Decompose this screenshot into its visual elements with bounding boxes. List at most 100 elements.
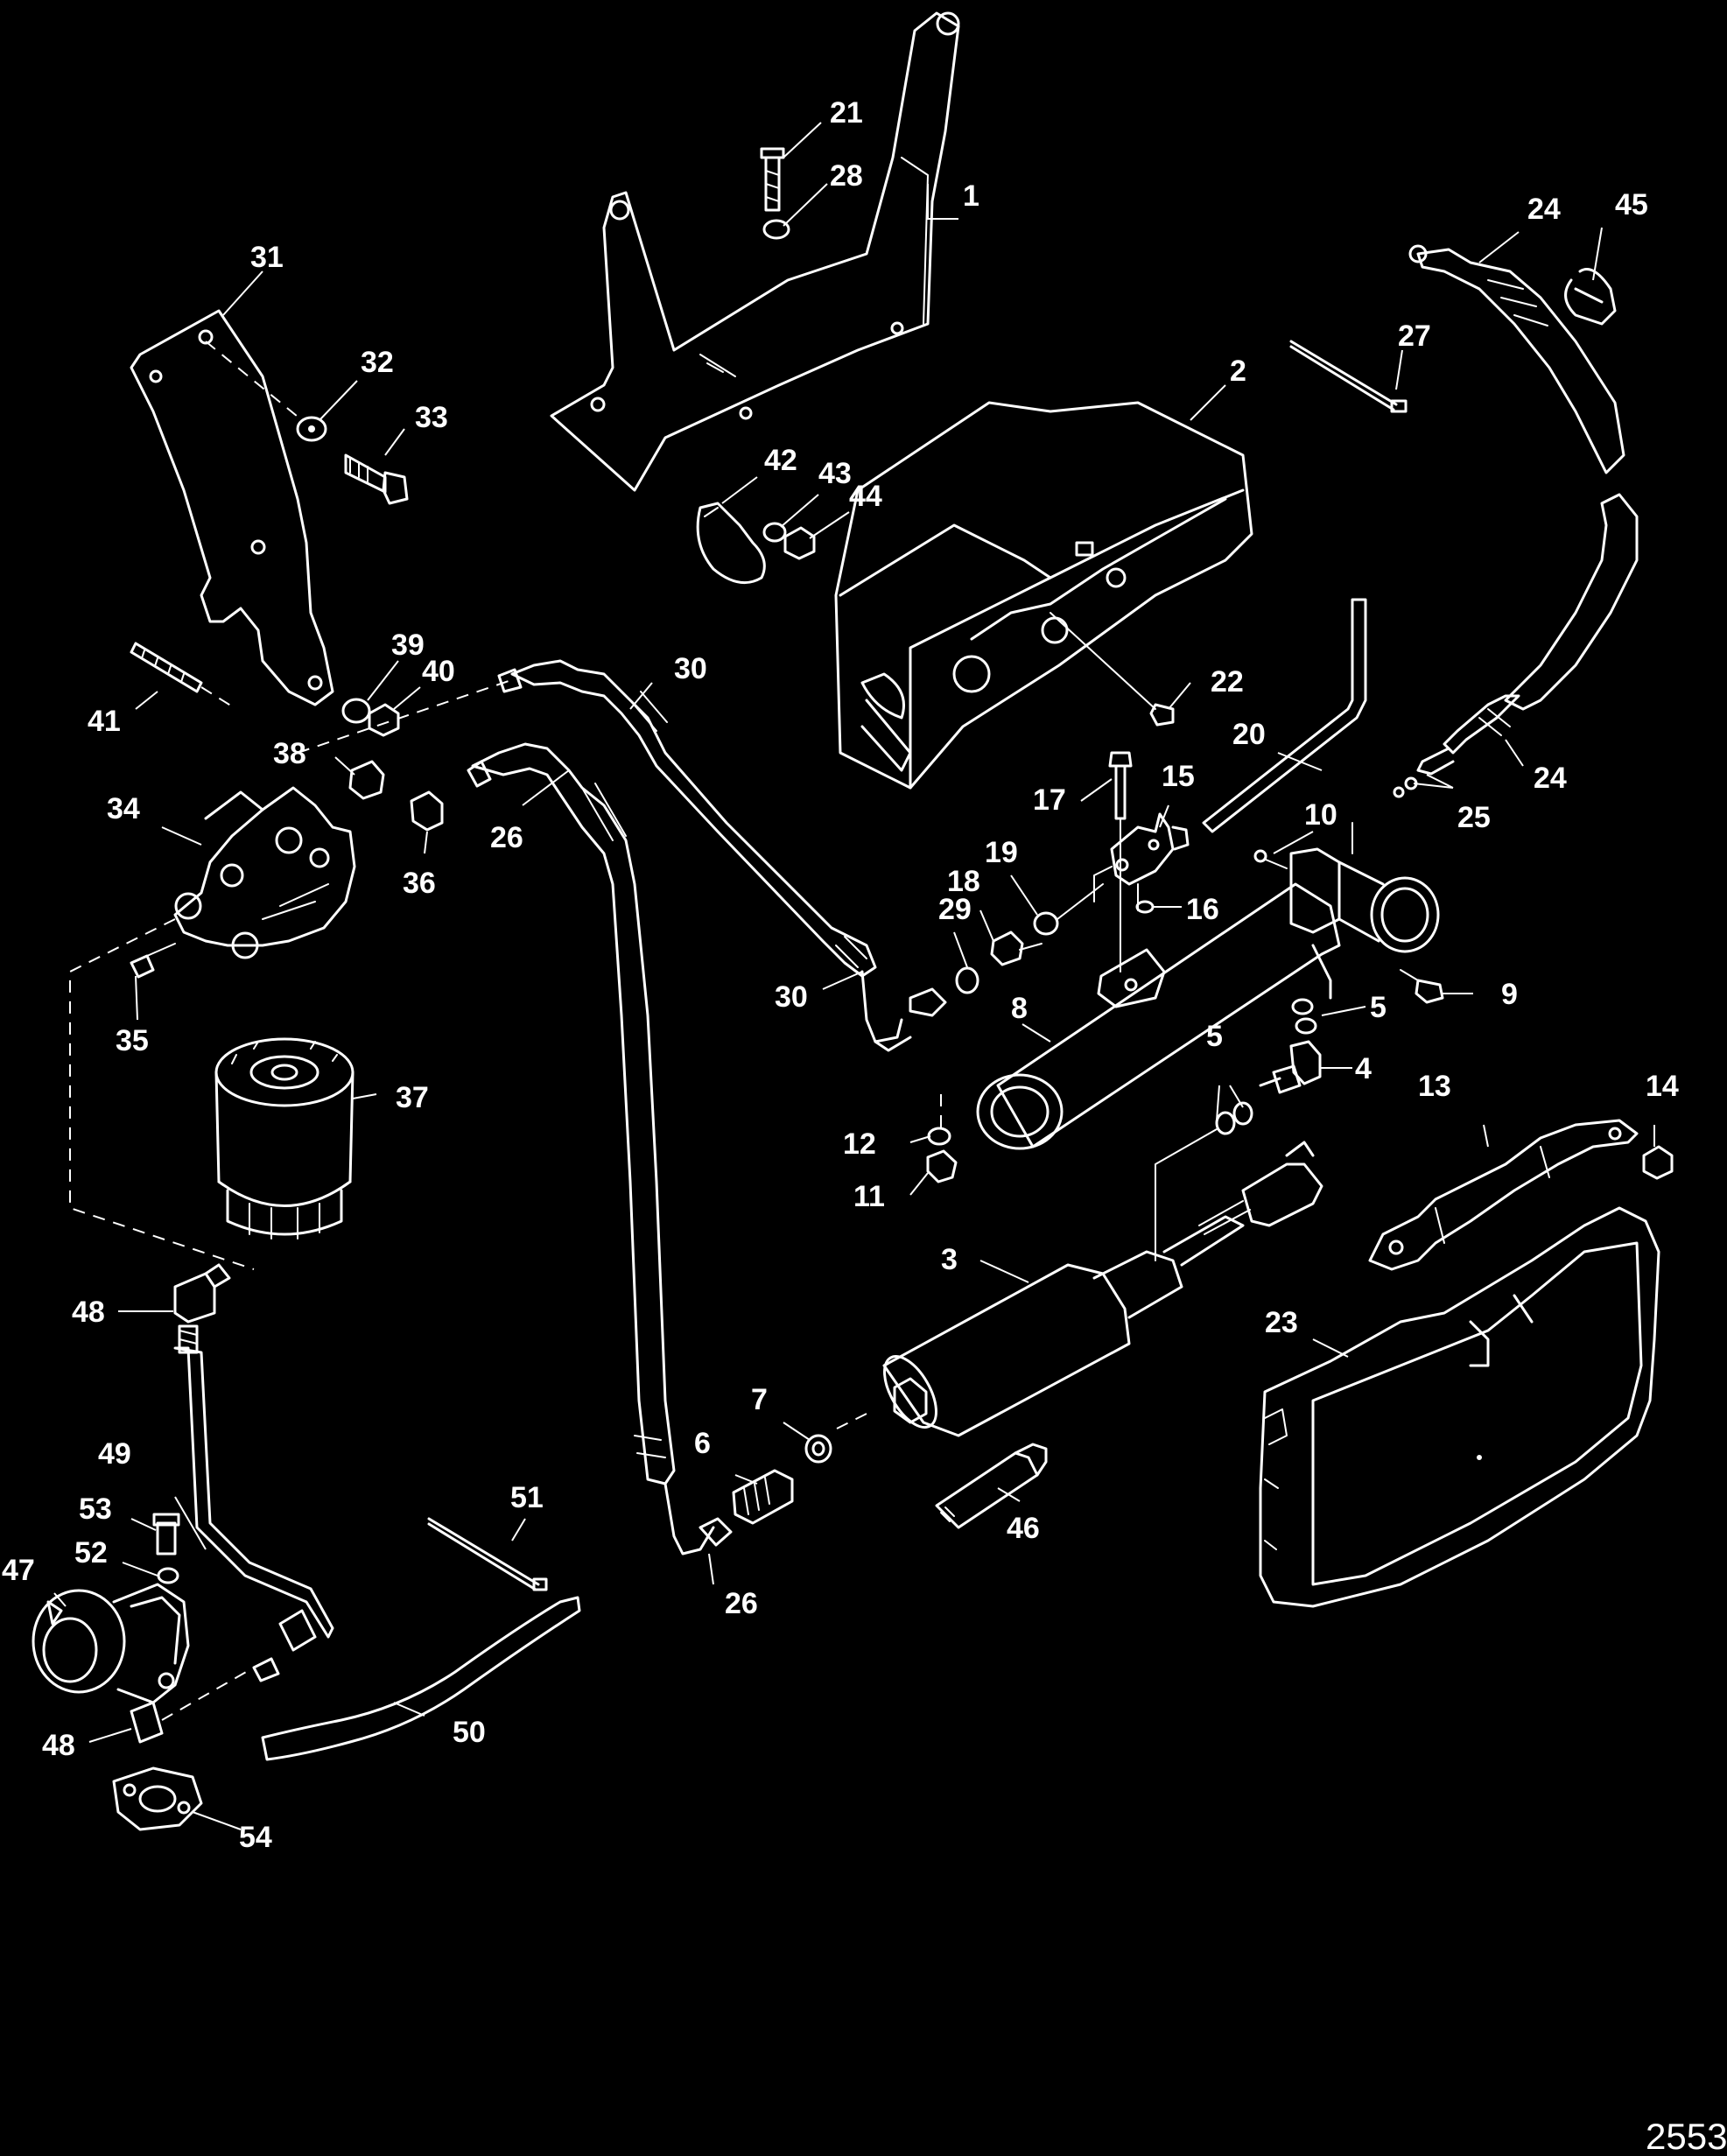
nut-part-44 bbox=[783, 526, 816, 560]
callout-8: 8 bbox=[1011, 992, 1028, 1025]
callout-35: 35 bbox=[116, 1024, 149, 1057]
elbow-fitting-part-48-upper bbox=[173, 1263, 231, 1324]
fuel-line-part-26 bbox=[467, 742, 733, 1556]
fitting-part-36 bbox=[410, 790, 444, 832]
callout-37: 37 bbox=[396, 1081, 429, 1114]
callout-29: 29 bbox=[938, 893, 972, 926]
callout-30b: 30 bbox=[775, 980, 808, 1014]
callout-15: 15 bbox=[1162, 760, 1195, 793]
filter-head-part-34 bbox=[69, 786, 356, 1270]
o-ring-part-5-lower bbox=[1215, 1101, 1253, 1135]
callout-31: 31 bbox=[250, 241, 284, 274]
callout-46: 46 bbox=[1007, 1512, 1040, 1545]
callout-53: 53 bbox=[79, 1492, 112, 1526]
washer-part-39 bbox=[341, 698, 371, 724]
screw-part-9 bbox=[1400, 969, 1444, 1004]
figure-number: 2553 bbox=[1646, 2116, 1727, 2156]
washer-part-32 bbox=[296, 416, 327, 442]
callout-54: 54 bbox=[239, 1821, 272, 1854]
washer-part-43 bbox=[762, 522, 787, 543]
callout-3: 3 bbox=[941, 1243, 958, 1276]
callout-32: 32 bbox=[361, 346, 394, 379]
screw-part-18 bbox=[990, 931, 1043, 966]
callout-19: 19 bbox=[985, 836, 1018, 869]
cover-part-23 bbox=[1259, 1206, 1660, 1608]
fuel-line-part-30 bbox=[297, 659, 947, 1052]
screw-part-22 bbox=[1050, 612, 1175, 727]
mounting-bracket-part-1 bbox=[550, 11, 960, 492]
cable-tie-part-27 bbox=[1289, 340, 1408, 413]
nut-part-14 bbox=[1642, 1145, 1674, 1180]
callout-44: 44 bbox=[849, 480, 882, 513]
callout-13: 13 bbox=[1418, 1070, 1451, 1103]
callout-27: 27 bbox=[1398, 320, 1431, 353]
callout-51: 51 bbox=[510, 1481, 544, 1514]
fitting-part-38 bbox=[348, 760, 385, 800]
callout-labels: 1 2 3 4 5 5 6 7 8 9 10 11 12 13 14 15 16… bbox=[2, 96, 1679, 1854]
callout-38: 38 bbox=[273, 737, 306, 770]
bracket-part-13 bbox=[1368, 1119, 1639, 1271]
callout-30: 30 bbox=[674, 652, 707, 685]
fuel-rail-part-8 bbox=[976, 822, 1440, 1150]
screw-part-53 bbox=[152, 1513, 180, 1556]
nut-part-40 bbox=[368, 703, 400, 737]
sealant-tube-part-46 bbox=[935, 1443, 1048, 1529]
callout-1: 1 bbox=[963, 179, 979, 213]
fuel-pump-part-47 bbox=[32, 1583, 255, 1744]
callout-22: 22 bbox=[1211, 665, 1244, 699]
washer-part-28 bbox=[762, 219, 790, 240]
callout-18: 18 bbox=[947, 865, 980, 898]
callout-12: 12 bbox=[843, 1127, 876, 1161]
washer-part-7 bbox=[804, 1434, 832, 1464]
fitting-part-11 bbox=[926, 1094, 958, 1183]
o-ring-part-29 bbox=[955, 966, 979, 994]
electric-fuel-pump-part-3 bbox=[831, 1128, 1323, 1437]
callout-43: 43 bbox=[818, 457, 852, 490]
washer-part-52 bbox=[157, 1567, 179, 1584]
o-ring-part-16 bbox=[1135, 900, 1155, 914]
callout-26: 26 bbox=[490, 821, 523, 854]
sensor-part-15 bbox=[1093, 812, 1190, 911]
callout-11: 11 bbox=[853, 1180, 885, 1213]
plug-part-35 bbox=[130, 943, 176, 979]
screw-part-17 bbox=[1108, 751, 1133, 973]
callout-7: 7 bbox=[751, 1383, 768, 1416]
callout-49: 49 bbox=[98, 1437, 131, 1471]
callout-14: 14 bbox=[1646, 1070, 1679, 1103]
fitting-part-6 bbox=[732, 1469, 794, 1525]
callout-24b: 24 bbox=[1534, 762, 1567, 795]
callout-45: 45 bbox=[1615, 188, 1648, 221]
callout-48: 48 bbox=[72, 1296, 105, 1329]
callout-40: 40 bbox=[422, 655, 455, 688]
pump-housing-part-2 bbox=[834, 401, 1253, 790]
callout-47: 47 bbox=[2, 1554, 35, 1587]
callout-10: 10 bbox=[1304, 798, 1337, 832]
vent-tube-part-20 bbox=[1202, 598, 1367, 833]
callout-42: 42 bbox=[764, 444, 797, 477]
callout-5: 5 bbox=[1370, 991, 1387, 1024]
o-ring-part-12 bbox=[927, 1127, 951, 1146]
fuel-filter-part-37 bbox=[214, 1037, 355, 1240]
fuel-hose-part-24-upper bbox=[1408, 244, 1625, 474]
callout-6: 6 bbox=[694, 1427, 711, 1460]
callout-16: 16 bbox=[1186, 893, 1219, 926]
clamp-part-42 bbox=[696, 502, 766, 585]
support-bracket-part-31 bbox=[130, 309, 334, 706]
washer-part-19 bbox=[1033, 883, 1104, 936]
bolt-part-33 bbox=[344, 453, 409, 505]
callout-25: 25 bbox=[1457, 801, 1491, 834]
callout-24: 24 bbox=[1527, 193, 1561, 226]
callout-17: 17 bbox=[1033, 783, 1066, 817]
cable-tie-part-51 bbox=[427, 1517, 548, 1591]
callout-28: 28 bbox=[830, 159, 863, 193]
fuel-hose-part-24-lower bbox=[1393, 493, 1639, 798]
gasket-part-54 bbox=[112, 1766, 203, 1831]
fuel-line-part-49 bbox=[173, 1324, 334, 1682]
stud-part-41 bbox=[130, 642, 237, 710]
callout-23: 23 bbox=[1265, 1306, 1298, 1339]
callout-36: 36 bbox=[403, 867, 436, 900]
callout-48b: 48 bbox=[42, 1729, 75, 1762]
callout-2: 2 bbox=[1230, 355, 1246, 388]
screw-part-21 bbox=[760, 147, 785, 212]
